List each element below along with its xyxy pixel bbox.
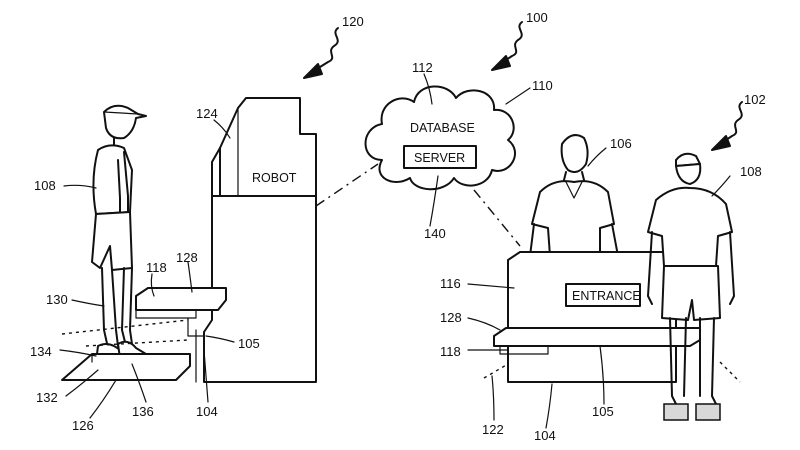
ref-110: 110 bbox=[532, 78, 553, 93]
leader-lines bbox=[59, 73, 731, 429]
ref-132: 132 bbox=[36, 390, 58, 405]
link-robot-cloud bbox=[315, 163, 379, 207]
ref-124: 124 bbox=[196, 106, 218, 121]
ref-136: 136 bbox=[132, 404, 154, 419]
sensor-field-line bbox=[61, 319, 189, 335]
robot-kiosk bbox=[135, 97, 317, 383]
reference-numerals: 120 100 102 112 110 124 108 108 106 140 … bbox=[30, 10, 766, 443]
ref-100: 100 bbox=[526, 10, 548, 25]
database-label: DATABASE bbox=[410, 121, 475, 135]
ref-118-right: 118 bbox=[440, 344, 461, 359]
ref-105-left: 105 bbox=[238, 336, 260, 351]
entrance-field-right bbox=[719, 361, 741, 383]
ref-105-right: 105 bbox=[592, 404, 614, 419]
ref-126: 126 bbox=[72, 418, 94, 433]
server-label: SERVER bbox=[414, 151, 465, 165]
ref-112: 112 bbox=[412, 60, 433, 75]
ref-122: 122 bbox=[482, 422, 504, 437]
ref-140: 140 bbox=[424, 226, 446, 241]
ref-116: 116 bbox=[440, 276, 461, 291]
ref-106: 106 bbox=[610, 136, 632, 151]
platform-126 bbox=[61, 353, 191, 381]
robot-label: ROBOT bbox=[252, 171, 297, 185]
squiggle-arrow-100 bbox=[491, 21, 523, 71]
ref-104-left: 104 bbox=[196, 404, 218, 419]
entrance-field-left bbox=[483, 363, 509, 379]
ref-130: 130 bbox=[46, 292, 68, 307]
ref-104-right: 104 bbox=[534, 428, 556, 443]
ref-128-right: 128 bbox=[440, 310, 462, 325]
entrance-booth bbox=[493, 251, 701, 383]
cloud-database bbox=[364, 85, 516, 191]
entrance-label: ENTRANCE bbox=[572, 289, 641, 303]
squiggle-arrow-102 bbox=[711, 101, 743, 151]
ref-108-right: 108 bbox=[740, 164, 762, 179]
link-cloud-entrance bbox=[473, 189, 521, 247]
ref-120: 120 bbox=[342, 14, 364, 29]
ref-128-left: 128 bbox=[176, 250, 198, 265]
ref-134: 134 bbox=[30, 344, 52, 359]
person-left bbox=[91, 104, 147, 365]
person-right bbox=[647, 152, 735, 421]
sensor-field-line-2 bbox=[85, 339, 189, 347]
ref-102: 102 bbox=[744, 92, 766, 107]
squiggle-arrow-120 bbox=[303, 27, 339, 79]
ref-108-left: 108 bbox=[34, 178, 56, 193]
attendant-person bbox=[529, 134, 619, 257]
ref-118-left: 118 bbox=[146, 260, 167, 275]
